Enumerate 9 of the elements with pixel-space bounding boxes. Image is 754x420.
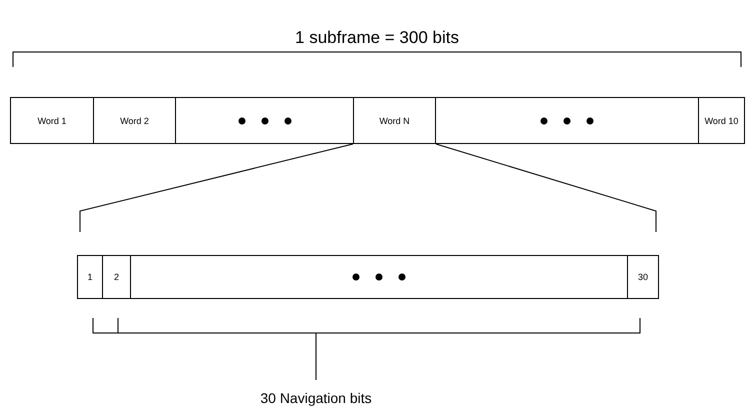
bracket-label: 1 subframe = 300 bits — [295, 28, 459, 48]
word-cell: Word 2 — [93, 97, 176, 144]
bracket-label: 30 Navigation bits — [260, 390, 372, 406]
dotted-cell — [175, 97, 354, 144]
word-cell: Word N — [353, 97, 436, 144]
word-cell: Word 1 — [10, 97, 94, 144]
dotted-cell — [435, 97, 699, 144]
expansion-lines — [80, 144, 656, 232]
word-cell: Word 10 — [698, 97, 745, 144]
